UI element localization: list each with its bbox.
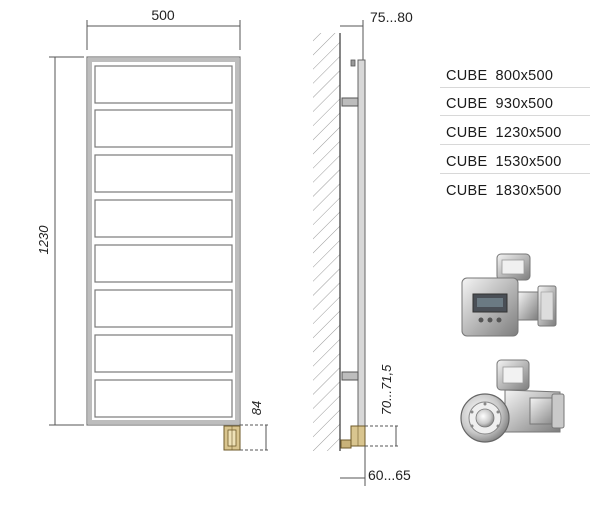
model-name: CUBE bbox=[446, 154, 488, 170]
model-size: 1530x500 bbox=[495, 154, 562, 170]
model-row: CUBE 1830x500 bbox=[440, 179, 590, 203]
model-row: CUBE 1230x500 bbox=[440, 121, 590, 145]
heating-element-square-icon bbox=[461, 253, 557, 337]
height-dimension: 1230 bbox=[36, 56, 84, 426]
wall-distance-label: 75...80 bbox=[370, 9, 413, 25]
model-size: 930x500 bbox=[495, 96, 554, 112]
wall-hatch bbox=[313, 33, 340, 451]
model-name: CUBE bbox=[446, 125, 488, 141]
radiator-front bbox=[86, 56, 241, 426]
model-name: CUBE bbox=[446, 68, 488, 84]
side-offset-dimension: 70...71,5 bbox=[365, 364, 400, 447]
heating-element-round-icon bbox=[460, 359, 565, 443]
model-row: CUBE 800x500 bbox=[440, 64, 590, 88]
bottom-offset-dimension: 84 bbox=[240, 401, 270, 451]
radiator-bars bbox=[94, 65, 233, 418]
model-row: CUBE 930x500 bbox=[440, 92, 590, 116]
model-size: 1230x500 bbox=[495, 125, 562, 141]
side-offset-label: 70...71,5 bbox=[379, 364, 394, 415]
valve-fitting-front bbox=[223, 425, 241, 451]
front-view: 500 1230 bbox=[36, 7, 270, 451]
width-label: 500 bbox=[151, 7, 175, 23]
model-name: CUBE bbox=[446, 183, 488, 199]
model-size: 800x500 bbox=[495, 68, 554, 84]
bottom-offset-label: 84 bbox=[249, 401, 264, 415]
radiator-side bbox=[340, 59, 366, 449]
wall-distance-dimension: 75...80 bbox=[340, 9, 413, 60]
model-size: 1830x500 bbox=[495, 183, 562, 199]
model-row: CUBE 1530x500 bbox=[440, 150, 590, 174]
width-dimension: 500 bbox=[86, 7, 241, 50]
model-name: CUBE bbox=[446, 96, 488, 112]
bottom-depth-dimension: 60...65 bbox=[340, 446, 411, 486]
side-view: 75...80 70...71,5 60...65 bbox=[313, 9, 413, 486]
bottom-depth-label: 60...65 bbox=[368, 467, 411, 483]
height-label: 1230 bbox=[36, 225, 51, 255]
